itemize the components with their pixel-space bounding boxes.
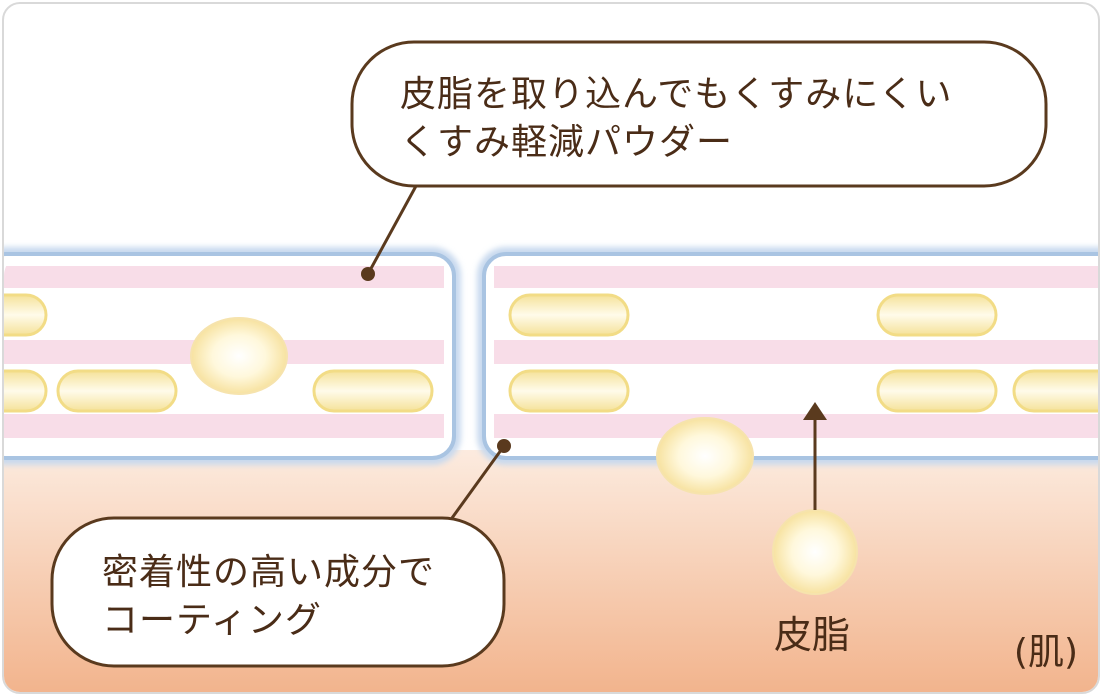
powder-particle <box>876 369 998 413</box>
sebum-droplet <box>190 317 288 395</box>
callout-top-line1: 皮脂を取り込んでもくすみにくい <box>400 74 952 115</box>
powder-particle <box>312 369 434 413</box>
pink-band <box>494 414 1098 438</box>
callout-bottom: 密着性の高い成分で コーティング <box>50 439 511 668</box>
powder-particle <box>508 293 630 337</box>
powder-particle <box>4 293 48 337</box>
sebum-droplet <box>656 417 754 495</box>
callout-bottom-line1: 密着性の高い成分で <box>102 552 435 593</box>
pink-band <box>494 266 1098 288</box>
powder-particle <box>56 369 178 413</box>
pink-band <box>4 414 444 438</box>
label-sebum: 皮脂 <box>774 613 850 657</box>
powder-particle <box>508 369 630 413</box>
callout-top: 皮脂を取り込んでもくすみにくい くすみ軽減パウダー <box>350 40 1048 281</box>
skin-diagram: 皮脂を取り込んでもくすみにくい くすみ軽減パウダー 密着性の高い成分で コーティ… <box>4 40 1098 692</box>
label-skin: (肌) <box>1014 632 1078 673</box>
coating-block-left <box>4 247 461 465</box>
callout-bottom-line2: コーティング <box>102 600 322 641</box>
powder-particle <box>1012 369 1098 413</box>
pink-band <box>494 340 1098 364</box>
powder-particle <box>876 293 998 337</box>
callout-top-line2: くすみ軽減パウダー <box>400 122 733 163</box>
callout-pointer-dot <box>497 439 511 453</box>
coating-block-right <box>477 247 1098 465</box>
callout-pointer-dot <box>361 267 375 281</box>
sebum-droplet <box>772 509 858 595</box>
pink-band <box>4 266 444 288</box>
sebum-arrow <box>803 402 827 510</box>
powder-particle <box>4 369 48 413</box>
